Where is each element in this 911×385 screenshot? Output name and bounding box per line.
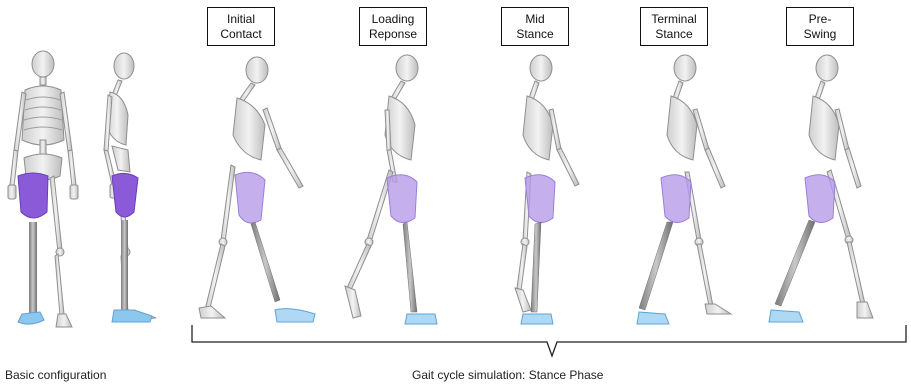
skeleton-terminal-stance [637, 55, 731, 324]
caption-basic-configuration: Basic configuration [5, 368, 106, 382]
skeleton-loading-response [345, 55, 437, 324]
phase-label-pre-swing: Pre- Swing [786, 7, 854, 46]
phase-label-terminal-stance: Terminal Stance [640, 7, 708, 46]
caption-gait-cycle: Gait cycle simulation: Stance Phase [412, 368, 603, 382]
prosthesis-side [112, 173, 152, 322]
skeleton-mid-stance [515, 55, 579, 324]
stance-phase-bracket [192, 325, 906, 356]
skeleton-pre-swing [769, 55, 873, 322]
phase-label-loading-response: Loading Reponse [359, 7, 427, 46]
prosthesis-front [18, 173, 48, 324]
phase-label-initial-contact: Initial Contact [207, 7, 275, 46]
skeleton-initial-contact [199, 57, 315, 322]
phase-label-mid-stance: Mid Stance [501, 7, 569, 46]
